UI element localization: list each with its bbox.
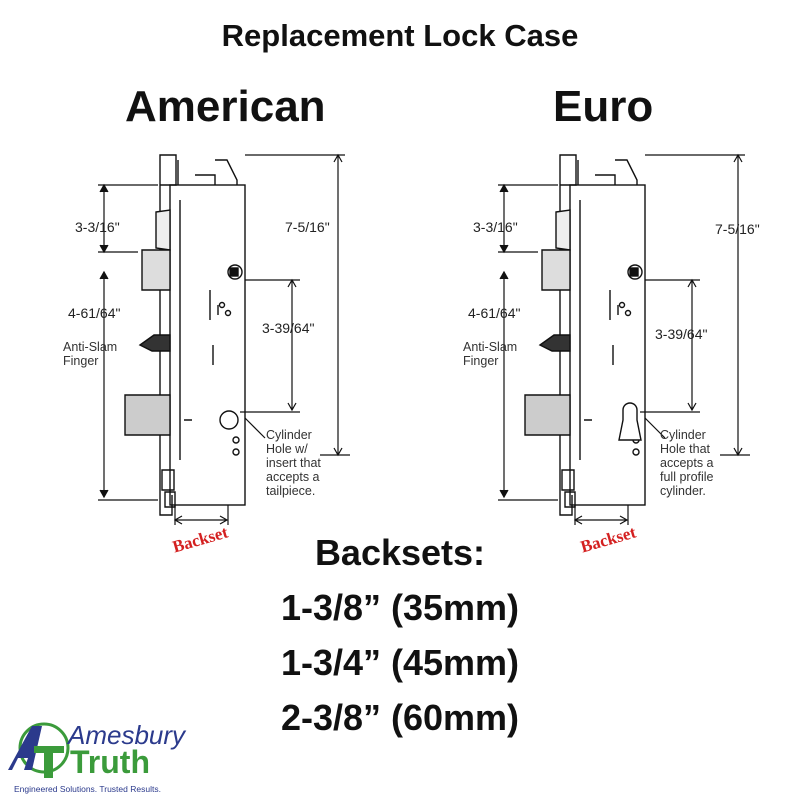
logo-truth: Truth	[70, 744, 150, 780]
page-title: Replacement Lock Case	[221, 18, 579, 53]
euro-dim-top: 3-3/16"	[473, 219, 518, 235]
euro-dim-cylinder: 3-39/64"	[655, 326, 708, 342]
note-line: insert that	[266, 456, 321, 470]
note-line: Cylinder	[266, 428, 312, 442]
euro-anti-slam-label: Anti-Slam Finger	[463, 340, 517, 368]
amesbury-truth-logo: Amesbury Truth Engineered Solutions. Tru…	[2, 718, 222, 798]
logo-amesbury: Amesbury	[68, 720, 186, 750]
logo-tagline: Engineered Solutions. Trusted Results.	[14, 784, 161, 794]
backset-option: 1-3/8” (35mm)	[280, 587, 520, 628]
euro-dim-mid: 4-61/64"	[468, 305, 521, 321]
at-monogram-icon	[8, 722, 70, 778]
note-line: Cylinder	[660, 428, 706, 442]
anti-slam-line: Anti-Slam	[463, 340, 518, 354]
american-heading: American	[125, 82, 326, 131]
backset-option: 1-3/4” (45mm)	[280, 642, 520, 683]
american-cylinder-hole	[219, 410, 239, 430]
note-line: tailpiece.	[266, 484, 316, 498]
euro-cylinder-note: Cylinder Hole that accepts a full profil…	[660, 428, 714, 498]
american-cylinder-note: Cylinder Hole w/ insert that accepts a t…	[266, 428, 321, 498]
anti-slam-line: Finger	[463, 354, 499, 368]
note-line: Hole that	[660, 442, 711, 456]
note-line: accepts a	[266, 470, 320, 484]
lock-case-diagrams	[97, 154, 751, 526]
anti-slam-line: Finger	[63, 354, 99, 368]
backsets-heading: Backsets:	[314, 532, 486, 573]
american-dim-cylinder: 3-39/64"	[262, 320, 315, 336]
note-line: Hole w/	[266, 442, 308, 456]
american-anti-slam-label: Anti-Slam Finger	[63, 340, 117, 368]
note-line: accepts a	[660, 456, 714, 470]
american-dim-total: 7-5/16"	[285, 219, 330, 235]
anti-slam-line: Anti-Slam	[63, 340, 118, 354]
american-dim-top: 3-3/16"	[75, 219, 120, 235]
american-dim-mid: 4-61/64"	[68, 305, 121, 321]
euro-cylinder-hole	[618, 402, 642, 441]
backset-option: 2-3/8” (60mm)	[280, 697, 520, 738]
euro-heading: Euro	[553, 82, 654, 131]
note-line: full profile	[660, 470, 714, 484]
note-line: cylinder.	[660, 484, 706, 498]
euro-dim-total: 7-5/16"	[715, 221, 760, 237]
